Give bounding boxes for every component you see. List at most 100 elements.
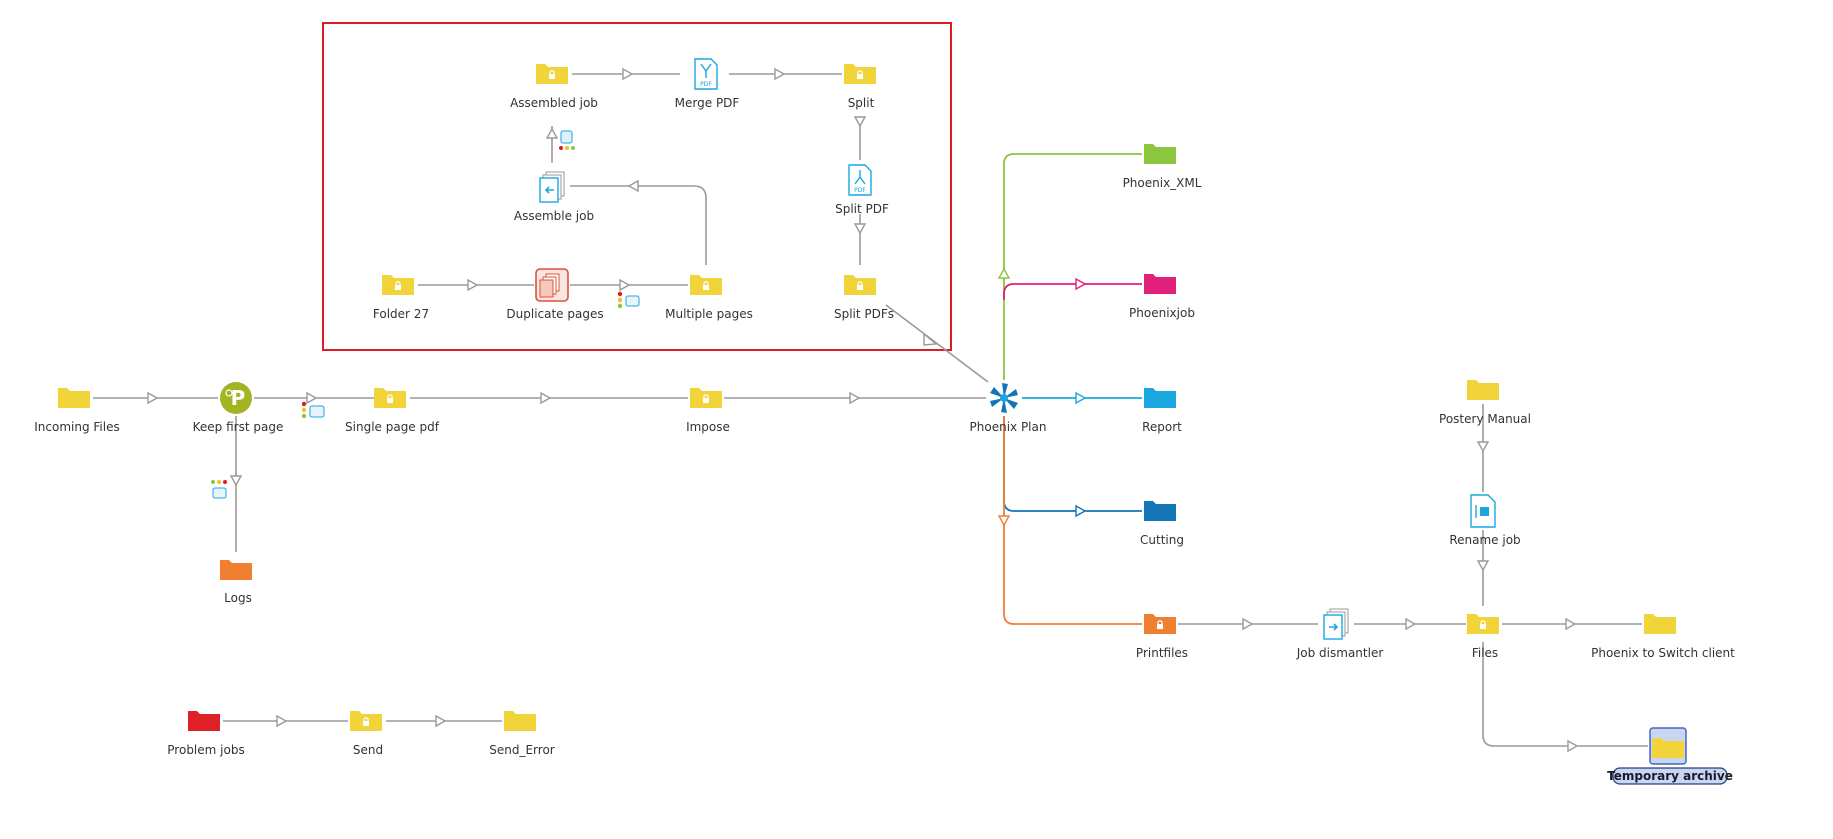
connection-status-badge bbox=[617, 291, 640, 309]
node-phoenix-to-switch-client[interactable]: Phoenix to Switch client bbox=[1591, 614, 1735, 660]
node-files[interactable]: Files bbox=[1467, 614, 1499, 660]
node-label: Merge PDF bbox=[675, 96, 740, 110]
connector-multiple-to-assemblejob[interactable] bbox=[570, 185, 707, 265]
node-label: Printfiles bbox=[1136, 646, 1188, 660]
node-folder-27[interactable]: Folder 27 bbox=[373, 275, 429, 321]
folder-icon bbox=[1144, 274, 1176, 294]
node-label: Incoming Files bbox=[34, 420, 119, 434]
node-label: Cutting bbox=[1140, 533, 1184, 547]
node-label: Split bbox=[848, 96, 875, 110]
branch-xml[interactable] bbox=[1003, 153, 1142, 380]
node-label: Report bbox=[1142, 420, 1182, 434]
node-assemble-job[interactable]: Assemble job bbox=[514, 171, 594, 223]
node-phoenix-plan[interactable]: Phoenix Plan bbox=[970, 382, 1047, 434]
folder-icon bbox=[220, 560, 252, 580]
arrowhead bbox=[997, 267, 1011, 279]
node-label: Files bbox=[1472, 646, 1498, 660]
node-phoenix-xml[interactable]: Phoenix_XML bbox=[1123, 144, 1202, 190]
arrowhead bbox=[1075, 504, 1087, 518]
node-split[interactable]: Split bbox=[844, 64, 876, 110]
arrowhead bbox=[306, 391, 318, 405]
connector-splitpdfs-to-phoenixplan[interactable] bbox=[885, 304, 989, 383]
node-single-page-pdf[interactable]: Single page pdf bbox=[345, 388, 440, 434]
folder-icon bbox=[1144, 144, 1176, 164]
node-label: Assembled job bbox=[510, 96, 598, 110]
arrowheads bbox=[147, 67, 1579, 753]
svg-text:PDF: PDF bbox=[854, 187, 866, 194]
keep-first-page-icon: P bbox=[220, 382, 252, 414]
node-report[interactable]: Report bbox=[1142, 388, 1182, 434]
node-keep-first-page[interactable]: P Keep first page bbox=[193, 382, 284, 434]
arrowhead bbox=[1567, 739, 1579, 753]
assemble-job-icon bbox=[539, 171, 565, 203]
node-impose[interactable]: Impose bbox=[686, 388, 730, 434]
locked-folder-icon bbox=[374, 388, 406, 408]
arrowhead bbox=[229, 475, 243, 487]
node-phoenixjob[interactable]: Phoenixjob bbox=[1129, 274, 1195, 320]
connector-files-to-temparchive[interactable] bbox=[1482, 642, 1648, 747]
node-multiple-pages[interactable]: Multiple pages bbox=[665, 275, 753, 321]
node-send-error[interactable]: Send_Error bbox=[489, 711, 555, 757]
node-label: Phoenix to Switch client bbox=[1591, 646, 1735, 660]
job-dismantler-icon bbox=[1323, 608, 1349, 640]
node-label: Temporary archive bbox=[1607, 769, 1733, 783]
arrowhead bbox=[1075, 277, 1087, 291]
selection-frame bbox=[322, 22, 952, 351]
connection-status-badge bbox=[559, 130, 575, 150]
arrowhead bbox=[1476, 441, 1490, 453]
node-logs[interactable]: Logs bbox=[220, 560, 252, 605]
node-job-dismantler[interactable]: Job dismantler bbox=[1296, 608, 1384, 660]
arrowhead bbox=[540, 391, 552, 405]
locked-folder-icon bbox=[844, 275, 876, 295]
arrowhead bbox=[1476, 560, 1490, 572]
node-label: Phoenixjob bbox=[1129, 306, 1195, 320]
node-label: Split PDF bbox=[835, 202, 889, 216]
folder-icon bbox=[1467, 380, 1499, 400]
node-cutting[interactable]: Cutting bbox=[1140, 501, 1184, 547]
node-duplicate-pages[interactable]: Duplicate pages bbox=[506, 268, 604, 321]
node-printfiles[interactable]: Printfiles bbox=[1136, 614, 1188, 660]
arrowhead bbox=[774, 67, 786, 81]
split-pdf-icon: PDF bbox=[848, 164, 872, 196]
folder-icon bbox=[1644, 614, 1676, 634]
node-label: Impose bbox=[686, 420, 730, 434]
node-label: Send_Error bbox=[489, 743, 555, 757]
branch-printfiles[interactable] bbox=[1003, 416, 1142, 625]
phoenix-branches bbox=[1003, 153, 1142, 625]
rename-job-icon bbox=[1470, 494, 1496, 528]
node-merge-pdf[interactable]: PDF Merge PDF bbox=[675, 58, 740, 110]
arrowhead bbox=[1075, 391, 1087, 405]
node-rename-job[interactable]: Rename job bbox=[1449, 494, 1521, 547]
branch-phoenixjob[interactable] bbox=[1003, 283, 1142, 300]
node-split-pdfs[interactable]: Split PDFs bbox=[834, 275, 894, 321]
folder-icon bbox=[1144, 388, 1176, 408]
node-label: Single page pdf bbox=[345, 420, 440, 434]
locked-folder-icon bbox=[382, 275, 414, 295]
node-problem-jobs[interactable]: Problem jobs bbox=[167, 711, 245, 757]
node-label: Problem jobs bbox=[167, 743, 244, 757]
locked-folder-icon bbox=[690, 388, 722, 408]
colored-arrowheads bbox=[997, 267, 1087, 527]
node-label: Job dismantler bbox=[1296, 646, 1384, 660]
arrowhead bbox=[1405, 617, 1417, 631]
node-label: Folder 27 bbox=[373, 307, 429, 321]
locked-folder-icon bbox=[690, 275, 722, 295]
node-label: Postery Manual bbox=[1439, 412, 1531, 426]
arrowhead bbox=[467, 278, 479, 292]
phoenix-plan-icon bbox=[988, 382, 1020, 414]
arrowhead bbox=[622, 67, 634, 81]
node-postery-manual[interactable]: Postery Manual bbox=[1439, 380, 1531, 426]
connection-status-badge bbox=[301, 401, 325, 419]
folder-icon bbox=[1144, 501, 1176, 521]
node-label: Rename job bbox=[1449, 533, 1520, 547]
node-incoming-files[interactable]: Incoming Files bbox=[34, 388, 120, 434]
node-assembled-job[interactable]: Assembled job bbox=[510, 64, 598, 110]
node-label: Phoenix Plan bbox=[970, 420, 1047, 434]
node-split-pdf[interactable]: PDF Split PDF bbox=[835, 164, 889, 216]
merge-pdf-icon: PDF bbox=[694, 58, 718, 90]
arrowhead bbox=[1242, 617, 1254, 631]
node-send[interactable]: Send bbox=[350, 711, 383, 757]
arrowhead bbox=[853, 223, 867, 235]
node-temporary-archive[interactable]: Temporary archive bbox=[1607, 727, 1733, 785]
